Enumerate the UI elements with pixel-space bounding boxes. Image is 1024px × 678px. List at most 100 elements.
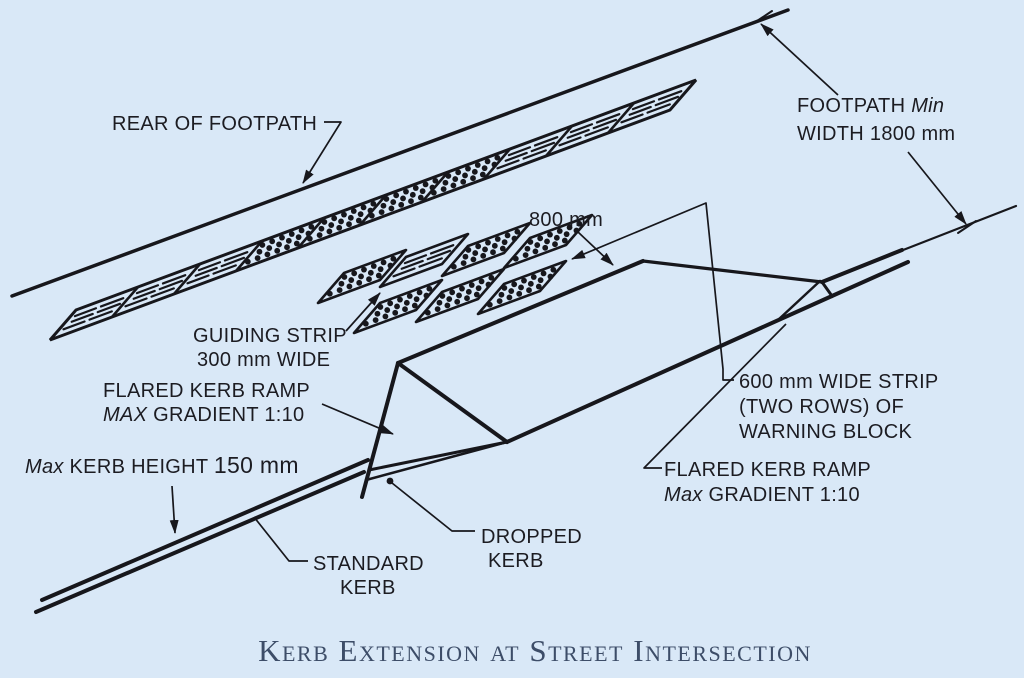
warning-block-dot	[400, 195, 406, 202]
kerb-height-arrow	[169, 485, 179, 534]
guiding-tile-hatch	[220, 256, 246, 268]
dropped-kerb-front-edge	[505, 294, 834, 444]
warning-block-dot	[394, 303, 400, 310]
warning-block-dot	[417, 194, 424, 201]
flared-left-label-line2: MAX GRADIENT 1:10	[103, 404, 304, 426]
warning-block-dot	[501, 239, 508, 246]
guiding-tile-hatch	[88, 310, 113, 321]
flared-left-leader	[321, 403, 394, 435]
warning-block-dot	[480, 252, 487, 259]
guiding-tile-hatch	[99, 297, 125, 308]
warning-block-dot	[434, 306, 441, 312]
flared-right-leader	[643, 323, 787, 469]
guiding-tile-hatch	[186, 274, 210, 285]
tile-outline	[316, 248, 408, 305]
warning-block-dot	[440, 186, 447, 192]
dropped-kerb-label-line1: DROPPED	[481, 526, 582, 548]
flared-left-max: MAX	[103, 404, 148, 426]
warning-block-dot	[462, 172, 468, 179]
guiding-tile-hatch	[595, 113, 621, 124]
guiding-tile-hatch	[558, 136, 582, 147]
warning-block-dot	[406, 293, 413, 299]
footpath-width-label-line2: WIDTH 1800 mm	[797, 123, 955, 145]
street-kerb-lines	[34, 204, 1018, 614]
tile-outline	[502, 213, 594, 270]
dimension-tick-bottom	[957, 220, 977, 234]
warning-block-dot	[357, 211, 364, 218]
warning-block-dot	[378, 209, 385, 215]
warning-block-dot	[530, 274, 537, 280]
warning-block-dot	[527, 280, 534, 287]
warning-block-dot	[547, 231, 553, 238]
warning-block-dot	[306, 235, 313, 242]
guiding-tile-hatch	[70, 312, 94, 323]
left-flare-right-edge	[396, 361, 509, 444]
warning-block-leader	[571, 202, 734, 381]
warning-block-dot	[269, 238, 276, 245]
warning-block-dot	[388, 205, 395, 212]
warning-block-dot	[368, 212, 375, 219]
tile-divider	[545, 125, 573, 157]
warning-block-dot	[475, 285, 482, 292]
kerb-line-continuation	[896, 204, 1018, 254]
guiding-tile-hatch	[504, 151, 528, 162]
dropped-kerb-label-line2: KERB	[488, 550, 544, 572]
warning-block-dot	[485, 281, 492, 288]
warning-block-dot	[486, 301, 493, 308]
flared-right-label-line2: Max GRADIENT 1:10	[664, 484, 860, 506]
warning-block-dot	[464, 295, 470, 302]
guiding-tile-hatch	[135, 284, 160, 295]
warning-block-dot	[351, 270, 358, 277]
guiding-tile-hatch	[150, 287, 175, 298]
warning-block-dot	[462, 253, 469, 260]
warning-block-dot	[279, 234, 285, 241]
dim-800-label: 800 mm	[529, 209, 603, 231]
warning-block-dot	[360, 204, 367, 211]
warning-block-dot	[473, 291, 480, 298]
guiding-tile-hatch	[96, 302, 122, 314]
warning-block-dot	[470, 175, 476, 182]
warning-block-dot	[501, 285, 508, 291]
leader-lines	[169, 23, 977, 562]
right-kerb-bottom-line	[830, 260, 910, 298]
guiding-tile-hatch	[62, 320, 86, 331]
warning-block-dot	[439, 293, 446, 299]
guiding-tile-hatch	[592, 118, 618, 130]
warning-block-dot	[456, 292, 462, 299]
warning-block-dot	[556, 228, 563, 234]
warning-block-dot	[347, 214, 354, 221]
diagram-title: Kerb Extension at Street Intersection	[258, 633, 812, 668]
flared-right-max: Max	[664, 484, 703, 506]
footpath-tile-strip	[48, 78, 698, 342]
warning-block-dot	[423, 292, 430, 299]
guiding-tile-hatch	[566, 128, 590, 139]
warning-block-dot	[387, 262, 394, 269]
warning-block-dot	[336, 224, 343, 231]
warning-block-dot	[472, 250, 479, 256]
warning-block-dot	[370, 200, 377, 207]
warning-block-dot	[392, 309, 399, 316]
warning-block-dot	[293, 240, 300, 247]
warning-block-dot	[403, 299, 410, 306]
guiding-tile-hatch	[584, 126, 609, 137]
warning-block-dot	[511, 235, 518, 242]
guiding-tile-hatch	[132, 289, 156, 300]
guiding-tile-hatch	[654, 95, 680, 107]
warning-block-dot	[494, 236, 501, 242]
warning-block-dot	[488, 274, 495, 281]
kerb-height-text: KERB HEIGHT	[64, 456, 214, 478]
warning-block-dot	[526, 287, 532, 294]
warning-block-dot	[532, 248, 539, 255]
warning-block-dot	[494, 154, 501, 161]
warning-block-dot	[518, 284, 524, 291]
guiding-tile-hatch	[403, 254, 428, 265]
warning-block-dot	[542, 244, 549, 251]
warning-block-dot	[355, 217, 362, 224]
right-kerb-end-face	[820, 280, 834, 298]
warning-block-dot	[413, 296, 420, 303]
warning-block-label-line2: (TWO ROWS) OF	[739, 396, 904, 418]
standard-kerb-top-line	[40, 458, 370, 602]
warning-block-dot	[506, 294, 513, 301]
